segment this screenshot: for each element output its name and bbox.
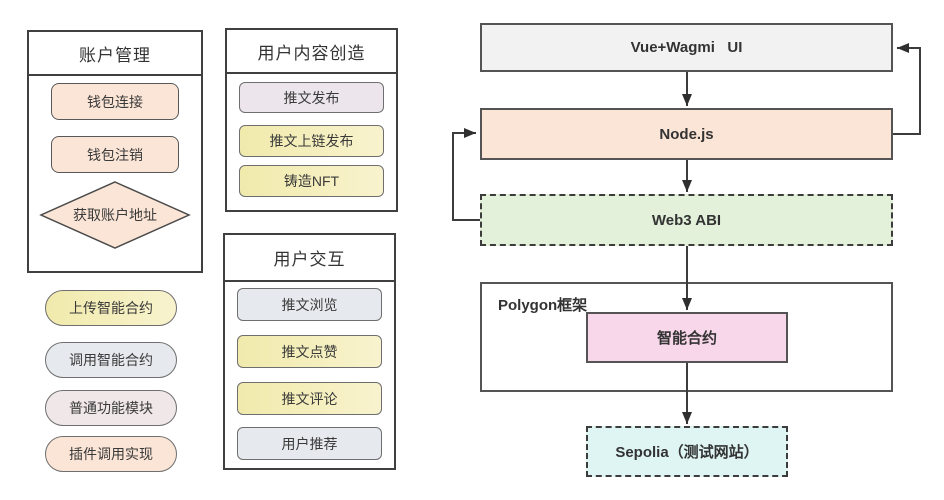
diamond-shape bbox=[39, 181, 191, 249]
legend-call-contract: 调用智能合约 bbox=[45, 342, 177, 378]
nodejs-node: Node.js bbox=[480, 108, 893, 160]
wallet-logout-node: 钱包注销 bbox=[51, 136, 179, 173]
interaction-panel-title: 用户交互 bbox=[225, 235, 394, 282]
user-recommend-node: 用户推荐 bbox=[237, 427, 382, 460]
smart-contract-node: 智能合约 bbox=[586, 312, 788, 363]
account-panel-title: 账户管理 bbox=[29, 32, 201, 76]
mint-nft-node: 铸造NFT bbox=[239, 165, 384, 197]
vue-wagmi-ui-node: Vue+Wagmi UI bbox=[480, 23, 893, 72]
sepolia-testnet-node: Sepolia（测试网站） bbox=[586, 426, 788, 477]
tweet-onchain-publish-node: 推文上链发布 bbox=[239, 125, 384, 157]
tweet-publish-node: 推文发布 bbox=[239, 82, 384, 113]
polygon-framework-container: Polygon框架 智能合约 bbox=[480, 282, 893, 392]
content-panel-title: 用户内容创造 bbox=[227, 30, 396, 74]
get-account-address-diamond: 获取账户地址 bbox=[39, 180, 191, 250]
tweet-browse-node: 推文浏览 bbox=[237, 288, 382, 321]
web3-abi-node: Web3 ABI bbox=[480, 194, 893, 246]
arrow-abi-back-to-node bbox=[452, 128, 480, 221]
arrow-node-back-to-ui bbox=[893, 43, 921, 135]
content-creation-panel: 用户内容创造 推文发布 推文上链发布 铸造NFT bbox=[225, 28, 398, 212]
legend-upload-contract: 上传智能合约 bbox=[45, 290, 177, 326]
user-interaction-panel: 用户交互 推文浏览 推文点赞 推文评论 用户推荐 bbox=[223, 233, 396, 470]
tweet-comment-node: 推文评论 bbox=[237, 382, 382, 415]
polygon-container-label: Polygon框架 bbox=[498, 297, 588, 314]
account-management-panel: 账户管理 钱包连接 钱包注销 获取账户地址 bbox=[27, 30, 203, 273]
wallet-connect-node: 钱包连接 bbox=[51, 83, 179, 120]
diamond-label: 获取账户地址 bbox=[73, 207, 157, 223]
legend-normal-module: 普通功能模块 bbox=[45, 390, 177, 426]
legend-plugin-call: 插件调用实现 bbox=[45, 436, 177, 472]
tweet-like-node: 推文点赞 bbox=[237, 335, 382, 368]
